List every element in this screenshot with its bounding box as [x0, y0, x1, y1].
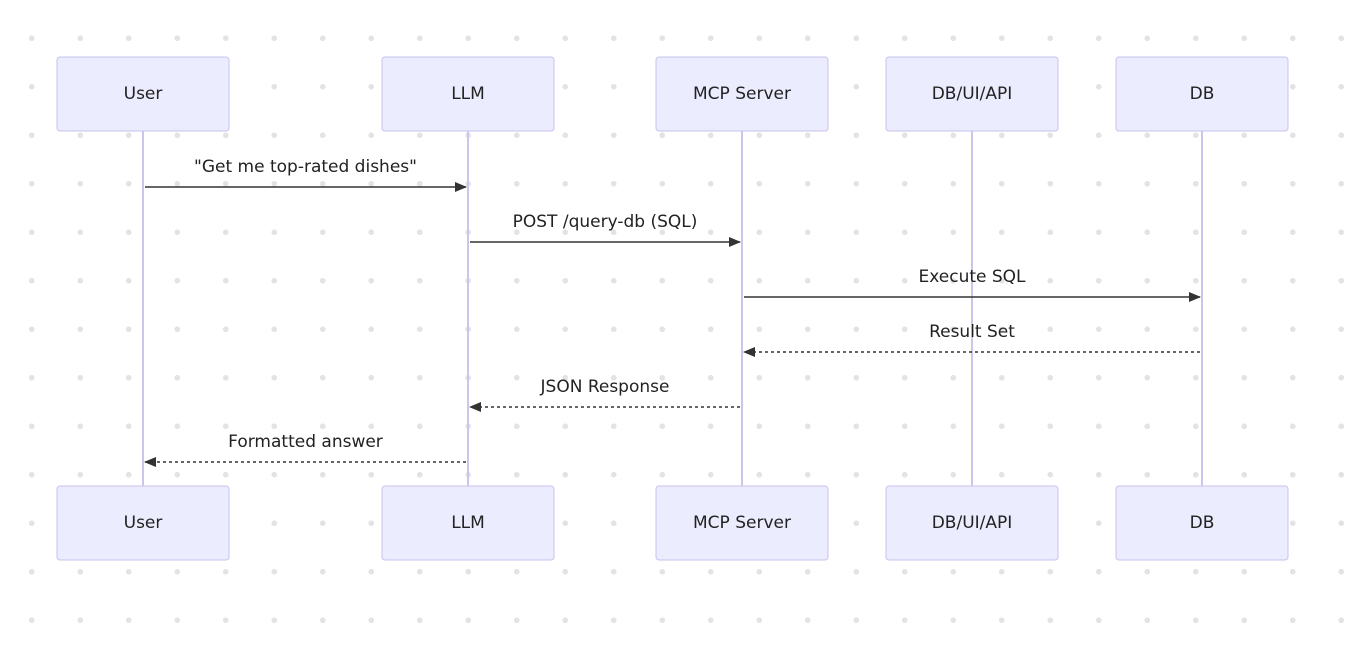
- participant-label: LLM: [451, 84, 485, 104]
- participant-box: [381, 56, 555, 132]
- message-4: Result Set: [743, 322, 1200, 357]
- participant-mcp-bottom: MCP Server: [655, 485, 829, 561]
- participant-llm-bottom: LLM: [381, 485, 555, 561]
- message-label: Execute SQL: [918, 267, 1026, 287]
- participant-label: DB/UI/API: [932, 513, 1013, 533]
- message-5: JSON Response: [469, 377, 740, 412]
- participant-db-top: DB: [1115, 56, 1289, 132]
- participant-label: LLM: [451, 513, 485, 533]
- participant-box: [655, 56, 829, 132]
- participant-llm-top: LLM: [381, 56, 555, 132]
- participant-mcp-top: MCP Server: [655, 56, 829, 132]
- participant-db-bottom: DB: [1115, 485, 1289, 561]
- message-label: JSON Response: [540, 377, 670, 397]
- message-1: "Get me top-rated dishes": [145, 157, 467, 192]
- lifelines: [142, 131, 1203, 486]
- participant-box: [56, 485, 230, 561]
- message-label: "Get me top-rated dishes": [194, 157, 417, 177]
- participant-label: User: [124, 513, 163, 533]
- participant-box: [56, 56, 230, 132]
- participant-dbuiapi-bottom: DB/UI/API: [885, 485, 1059, 561]
- message-label: POST /query-db (SQL): [513, 212, 698, 232]
- message-2: POST /query-db (SQL): [470, 212, 741, 247]
- message-3: Execute SQL: [744, 267, 1201, 302]
- participant-user-top: User: [56, 56, 230, 132]
- participant-user-bottom: User: [56, 485, 230, 561]
- participant-label: MCP Server: [693, 84, 791, 104]
- message-6: Formatted answer: [144, 432, 466, 467]
- participant-box: [1115, 485, 1289, 561]
- participant-label: DB/UI/API: [932, 84, 1013, 104]
- participant-label: MCP Server: [693, 513, 791, 533]
- participant-label: DB: [1190, 513, 1215, 533]
- messages: "Get me top-rated dishes" POST /query-db …: [144, 157, 1201, 467]
- participant-label: DB: [1190, 84, 1215, 104]
- participant-box: [655, 485, 829, 561]
- participant-label: User: [124, 84, 163, 104]
- participant-box: [381, 485, 555, 561]
- participant-dbuiapi-top: DB/UI/API: [885, 56, 1059, 132]
- participant-box: [1115, 56, 1289, 132]
- participant-box: [885, 56, 1059, 132]
- message-label: Formatted answer: [228, 432, 383, 452]
- message-label: Result Set: [929, 322, 1015, 342]
- participant-box: [885, 485, 1059, 561]
